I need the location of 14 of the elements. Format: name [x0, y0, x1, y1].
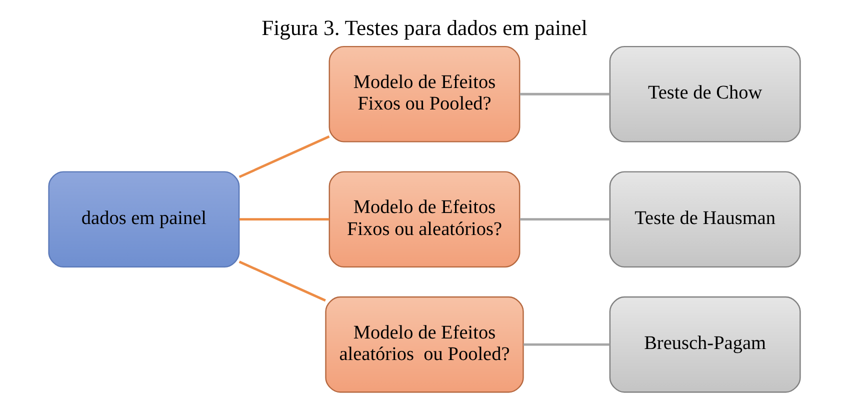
connector	[239, 218, 330, 221]
node-box: Modelo de Efeitos Fixos ou Pooled?	[328, 46, 520, 142]
node-box: Modelo de Efeitos aleatórios ou Pooled?	[325, 296, 524, 393]
connector	[238, 260, 326, 302]
connector	[520, 92, 610, 96]
node-box: Teste de Hausman	[609, 171, 801, 268]
node-box: dados em painel	[48, 171, 240, 268]
node-box: Breusch-Pagam	[609, 296, 801, 393]
connector	[520, 218, 610, 221]
node-box: Teste de Chow	[609, 46, 801, 142]
node-box: Modelo de Efeitos Fixos ou aleatórios?	[328, 171, 520, 268]
diagram-title: Figura 3. Testes para dados em painel	[262, 16, 588, 40]
connector	[523, 343, 610, 346]
connector	[238, 135, 330, 178]
